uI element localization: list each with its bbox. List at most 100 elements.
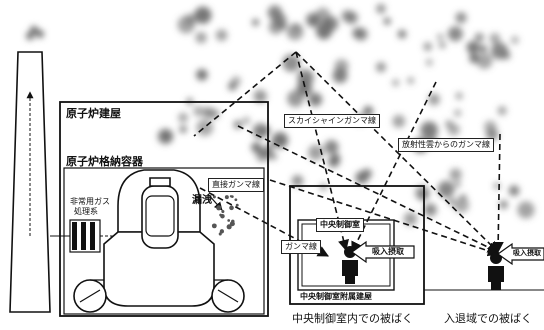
direct-gamma-label: 直接ガンマ線 (208, 178, 264, 192)
cloud-puff (508, 185, 520, 197)
leak-particle (220, 213, 225, 219)
cloud-puff (517, 201, 535, 219)
reactor-vessel-icon (73, 169, 245, 313)
cloud-puff (178, 112, 189, 123)
cloud-puff (305, 12, 321, 27)
cloud-puff (469, 53, 480, 64)
cloud-puff (363, 106, 374, 117)
leak-particles (211, 195, 239, 236)
skyshine-gamma-label: スカイシャインガンマ線 (284, 114, 380, 128)
inhalation-label-entry-area: 吸入摂取 (513, 249, 541, 257)
cloud-puff (319, 183, 327, 191)
cloud-puff (454, 109, 462, 117)
leak-particle (234, 198, 238, 202)
cloud-puff (403, 212, 418, 226)
cloud-puff (260, 125, 271, 136)
cloud-puff (455, 12, 467, 24)
cloud-puff (253, 89, 267, 103)
cloud-puff (287, 90, 304, 107)
cloud-puff (361, 168, 373, 179)
cloud-puff (447, 26, 463, 42)
cloud-puff (195, 31, 207, 44)
cloud-puff (324, 140, 339, 155)
cloud-puff (375, 62, 387, 73)
emergency-gas-treatment-label-1: 非常用ガス (70, 197, 110, 206)
cloud-puff (320, 33, 327, 40)
cloud-puff (242, 117, 250, 125)
stack-icon (9, 51, 70, 313)
cloud-puff (414, 185, 430, 201)
cloud-puff (269, 152, 278, 161)
cloud-puff (297, 69, 314, 87)
cloud-puff (267, 5, 283, 20)
cloud-puff (315, 22, 333, 40)
cloud-puff (209, 108, 220, 120)
cloud-puff (489, 33, 501, 45)
cloud-puff (484, 120, 497, 134)
cloud-puff (449, 168, 462, 181)
cloud-puff (479, 44, 488, 53)
cloud-puff (26, 32, 34, 40)
emergency-gas-treatment-label-2: 処理系 (74, 207, 98, 216)
cloud-puff (453, 197, 470, 213)
cloud-puff (499, 200, 508, 209)
cloud-puff (392, 79, 400, 87)
cloud-puff (474, 32, 484, 43)
control-room-exposure-caption: 中央制御室内での被ばく (292, 312, 413, 325)
containment-outline (63, 167, 265, 315)
control-room-label: 中央制御室 (316, 218, 364, 232)
cloud-puff (383, 17, 391, 25)
cloud-puff (447, 123, 460, 136)
cloud-puff (392, 114, 406, 128)
cloud-puff (425, 58, 433, 66)
cloud-puff (420, 121, 438, 139)
cloud-puff (466, 41, 479, 54)
gamma-ray-label: ガンマ線 (281, 240, 321, 254)
cloud-puff (437, 180, 455, 198)
cloud-puff (308, 92, 323, 107)
leak-label: 漏洩 (192, 195, 212, 206)
cloud-puff (497, 106, 507, 116)
cloud-puff (215, 29, 228, 42)
cloud-puff (286, 23, 304, 41)
control-room-annex-label: 中央制御室附属建屋 (300, 292, 372, 301)
cloud-puff (423, 203, 437, 217)
entry-area-exposure-caption: 入退域での被ばく (444, 312, 532, 325)
cloud-puff (193, 105, 204, 117)
cloud-puff (328, 155, 340, 168)
leak-particle (212, 195, 216, 199)
cloud-puff (252, 18, 259, 26)
arrow-icon (350, 240, 544, 266)
leak-particle (224, 195, 229, 200)
leak-particle (221, 209, 225, 214)
cloud-puff (272, 132, 289, 149)
reactor-building-outline (59, 101, 269, 317)
cloud-puff (423, 42, 433, 52)
inhalation-label-control-room: 吸入摂取 (372, 247, 404, 256)
cloud-puff (454, 181, 461, 188)
cloud-puff (375, 3, 386, 14)
cloud-puff (196, 68, 208, 81)
cloud-puff (439, 41, 446, 49)
cloud-puff (345, 11, 358, 25)
cloud-puff (227, 81, 237, 91)
cloud-puff (436, 33, 444, 41)
containment-vessel-label: 原子炉格納容器 (66, 155, 143, 168)
cloud-puff (397, 29, 407, 39)
cloud-puff (185, 13, 197, 26)
leak-particle (227, 219, 231, 222)
cloud-gamma-label: 放射性雲からのガンマ線 (398, 138, 494, 152)
cloud-puff (334, 59, 349, 74)
cloud-puff (159, 129, 173, 143)
cloud-puff (194, 6, 212, 24)
leak-particle (219, 229, 225, 234)
leak-particle (229, 205, 234, 211)
leak-particle (235, 203, 239, 207)
leak-particle (229, 221, 235, 227)
cloud-puff (179, 125, 187, 134)
cloud-puff (428, 93, 440, 106)
gamma-ray-paths (193, 51, 504, 257)
cloud-puff (476, 52, 493, 69)
cloud-puff (455, 92, 463, 100)
